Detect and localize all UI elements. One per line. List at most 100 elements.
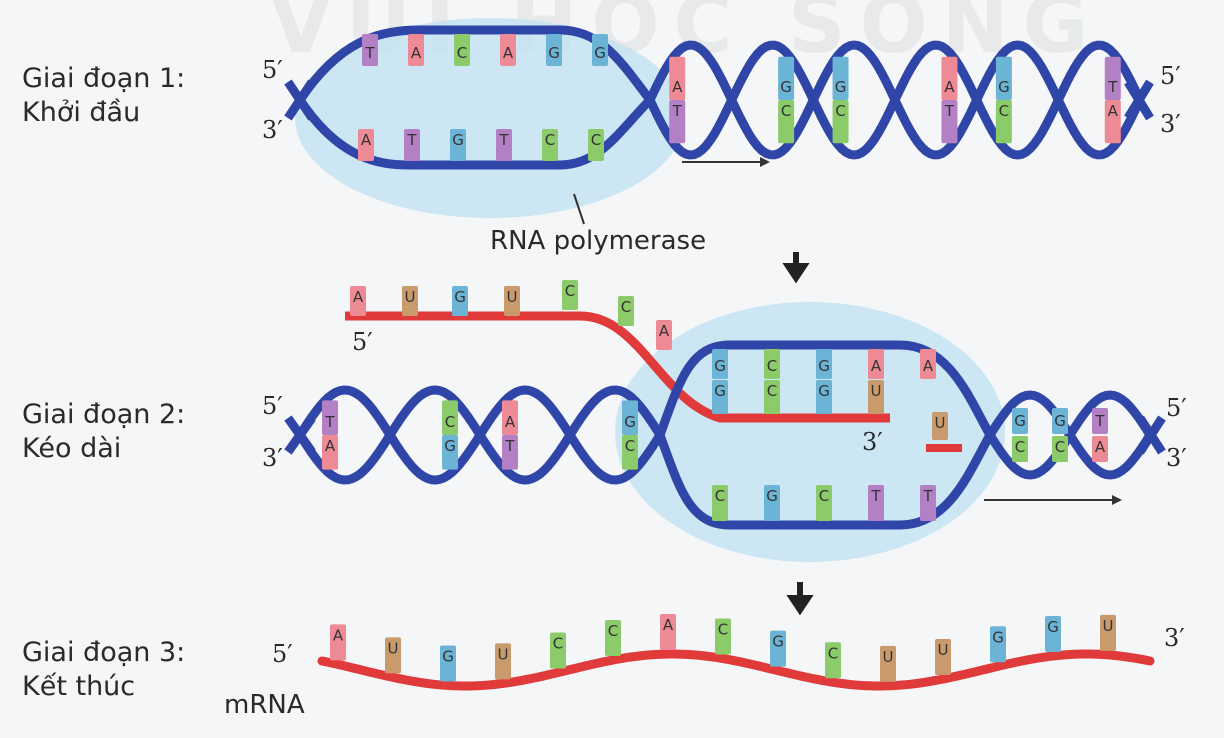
- svg-text:G: G: [818, 357, 830, 375]
- svg-text:G: G: [624, 413, 636, 431]
- s2-left-helix-top-0: T: [322, 400, 338, 435]
- svg-text:G: G: [1014, 412, 1026, 430]
- svg-text:G: G: [766, 487, 778, 505]
- s1-helix-top-3: G: [832, 56, 849, 100]
- s2-left-5prime: 5′: [262, 392, 283, 420]
- svg-text:T: T: [944, 102, 955, 120]
- s2-bubble-top-1: C: [764, 349, 780, 379]
- svg-text:A: A: [672, 78, 683, 96]
- s1-right-3prime: 3′: [1160, 110, 1181, 138]
- s1-open-top-5: G: [592, 34, 608, 66]
- svg-text:A: A: [871, 357, 882, 375]
- down-arrow-1: [782, 252, 810, 284]
- s2-bubble-bot-3: T: [868, 485, 884, 521]
- s2-right-cross: [1136, 415, 1166, 455]
- s1-open-top-4: G: [546, 34, 562, 66]
- svg-text:C: C: [781, 102, 791, 120]
- mrna-base-6: A: [660, 614, 676, 651]
- svg-text:G: G: [548, 44, 560, 62]
- svg-text:G: G: [835, 78, 847, 96]
- stage1-open-bottom-strand: [296, 96, 654, 170]
- svg-text:G: G: [452, 131, 464, 149]
- mrna-base-9: C: [825, 642, 841, 679]
- stage2-bubble-top-strand: [655, 340, 994, 438]
- s2-bubble-bot-4: T: [920, 485, 936, 521]
- s1-right-cross: [1124, 79, 1154, 121]
- s1-direction-arrowhead: [760, 157, 770, 167]
- s1-helix-bot-0: T: [669, 100, 686, 144]
- svg-text:A: A: [361, 131, 372, 149]
- s2-rna-tail-2: G: [452, 286, 468, 316]
- s2-right-3prime: 3′: [1166, 444, 1187, 472]
- s1-left-3prime: 3′: [262, 116, 283, 144]
- svg-text:G: G: [444, 437, 456, 455]
- svg-text:C: C: [718, 621, 728, 639]
- s2-rna-tail-5: C: [618, 296, 634, 326]
- stage-1-label: Giai đoạn 1: Khởi đầu: [22, 62, 185, 130]
- mrna-base-3: U: [495, 643, 511, 680]
- svg-text:T: T: [870, 487, 881, 505]
- svg-text:C: C: [767, 357, 777, 375]
- s2-bubble-bot-2: C: [816, 485, 832, 521]
- svg-text:C: C: [545, 131, 555, 149]
- svg-text:T: T: [504, 437, 515, 455]
- svg-text:G: G: [442, 647, 454, 665]
- stage-1-subtitle: Khởi đầu: [22, 97, 141, 128]
- down-arrow-2: [786, 582, 814, 616]
- s2-bubble-top-0: G: [712, 349, 728, 379]
- mrna-3prime: 3′: [1164, 624, 1185, 652]
- svg-text:C: C: [767, 382, 777, 400]
- svg-text:T: T: [364, 44, 375, 62]
- mrna-base-10: U: [880, 645, 896, 682]
- svg-text:C: C: [819, 487, 829, 505]
- svg-text:G: G: [780, 78, 792, 96]
- s1-right-5prime: 5′: [1160, 62, 1181, 90]
- s1-open-bot-1: T: [404, 129, 420, 161]
- s2-left-helix-bot-3: T: [502, 435, 518, 470]
- s2-direction-arrowhead: [1112, 495, 1122, 505]
- svg-text:A: A: [659, 322, 670, 340]
- svg-text:U: U: [935, 414, 946, 432]
- s1-helix-bot-3: C: [832, 100, 849, 144]
- s1-open-bot-4: C: [542, 129, 558, 161]
- svg-text:U: U: [938, 641, 949, 659]
- s1-helix-top-0: A: [669, 56, 686, 100]
- s1-helix-top-2: G: [778, 56, 795, 100]
- s2-left-helix-top-5: G: [622, 400, 638, 435]
- s1-open-bot-5: C: [588, 129, 604, 161]
- svg-text:T: T: [1094, 412, 1105, 430]
- s2-rna-tail-1: U: [402, 286, 418, 316]
- svg-text:A: A: [505, 413, 516, 431]
- s2-rna-tail-6: A: [656, 320, 672, 350]
- svg-text:G: G: [1047, 618, 1059, 636]
- svg-text:C: C: [625, 437, 635, 455]
- svg-text:U: U: [507, 288, 518, 306]
- s1-helix-bot-6: C: [995, 100, 1012, 144]
- stage-3-title: Giai đoạn 3:: [22, 637, 186, 668]
- s2-bubble-bot-0: C: [712, 485, 728, 521]
- svg-text:G: G: [714, 357, 726, 375]
- svg-text:C: C: [608, 622, 618, 640]
- svg-text:G: G: [992, 628, 1004, 646]
- mrna-5prime: 5′: [272, 640, 293, 668]
- svg-text:T: T: [498, 131, 509, 149]
- stage-1-title: Giai đoạn 1:: [22, 63, 186, 94]
- svg-text:A: A: [353, 288, 364, 306]
- s1-open-top-1: A: [408, 34, 424, 66]
- s2-left-helix-bot-5: C: [622, 435, 638, 470]
- s2-bubble-top-3: A: [868, 349, 884, 379]
- stage-3-label: Giai đoạn 3: Kết thúc: [22, 636, 185, 704]
- mrna-base-11: U: [935, 639, 951, 676]
- svg-text:U: U: [498, 645, 509, 663]
- polymerase-pointer: [573, 193, 585, 225]
- s2-left-helix-top-3: A: [502, 400, 518, 435]
- s2-hybrid-rna-1: C: [764, 380, 780, 414]
- s2-hybrid-rna-3: U: [868, 380, 884, 414]
- s2-rna-tail-0: A: [350, 286, 366, 316]
- svg-text:U: U: [883, 648, 894, 666]
- svg-text:A: A: [503, 44, 514, 62]
- s1-open-bot-2: G: [450, 129, 466, 161]
- mrna-label: mRNA: [224, 690, 305, 720]
- s2-left-helix-bot-0: A: [322, 435, 338, 470]
